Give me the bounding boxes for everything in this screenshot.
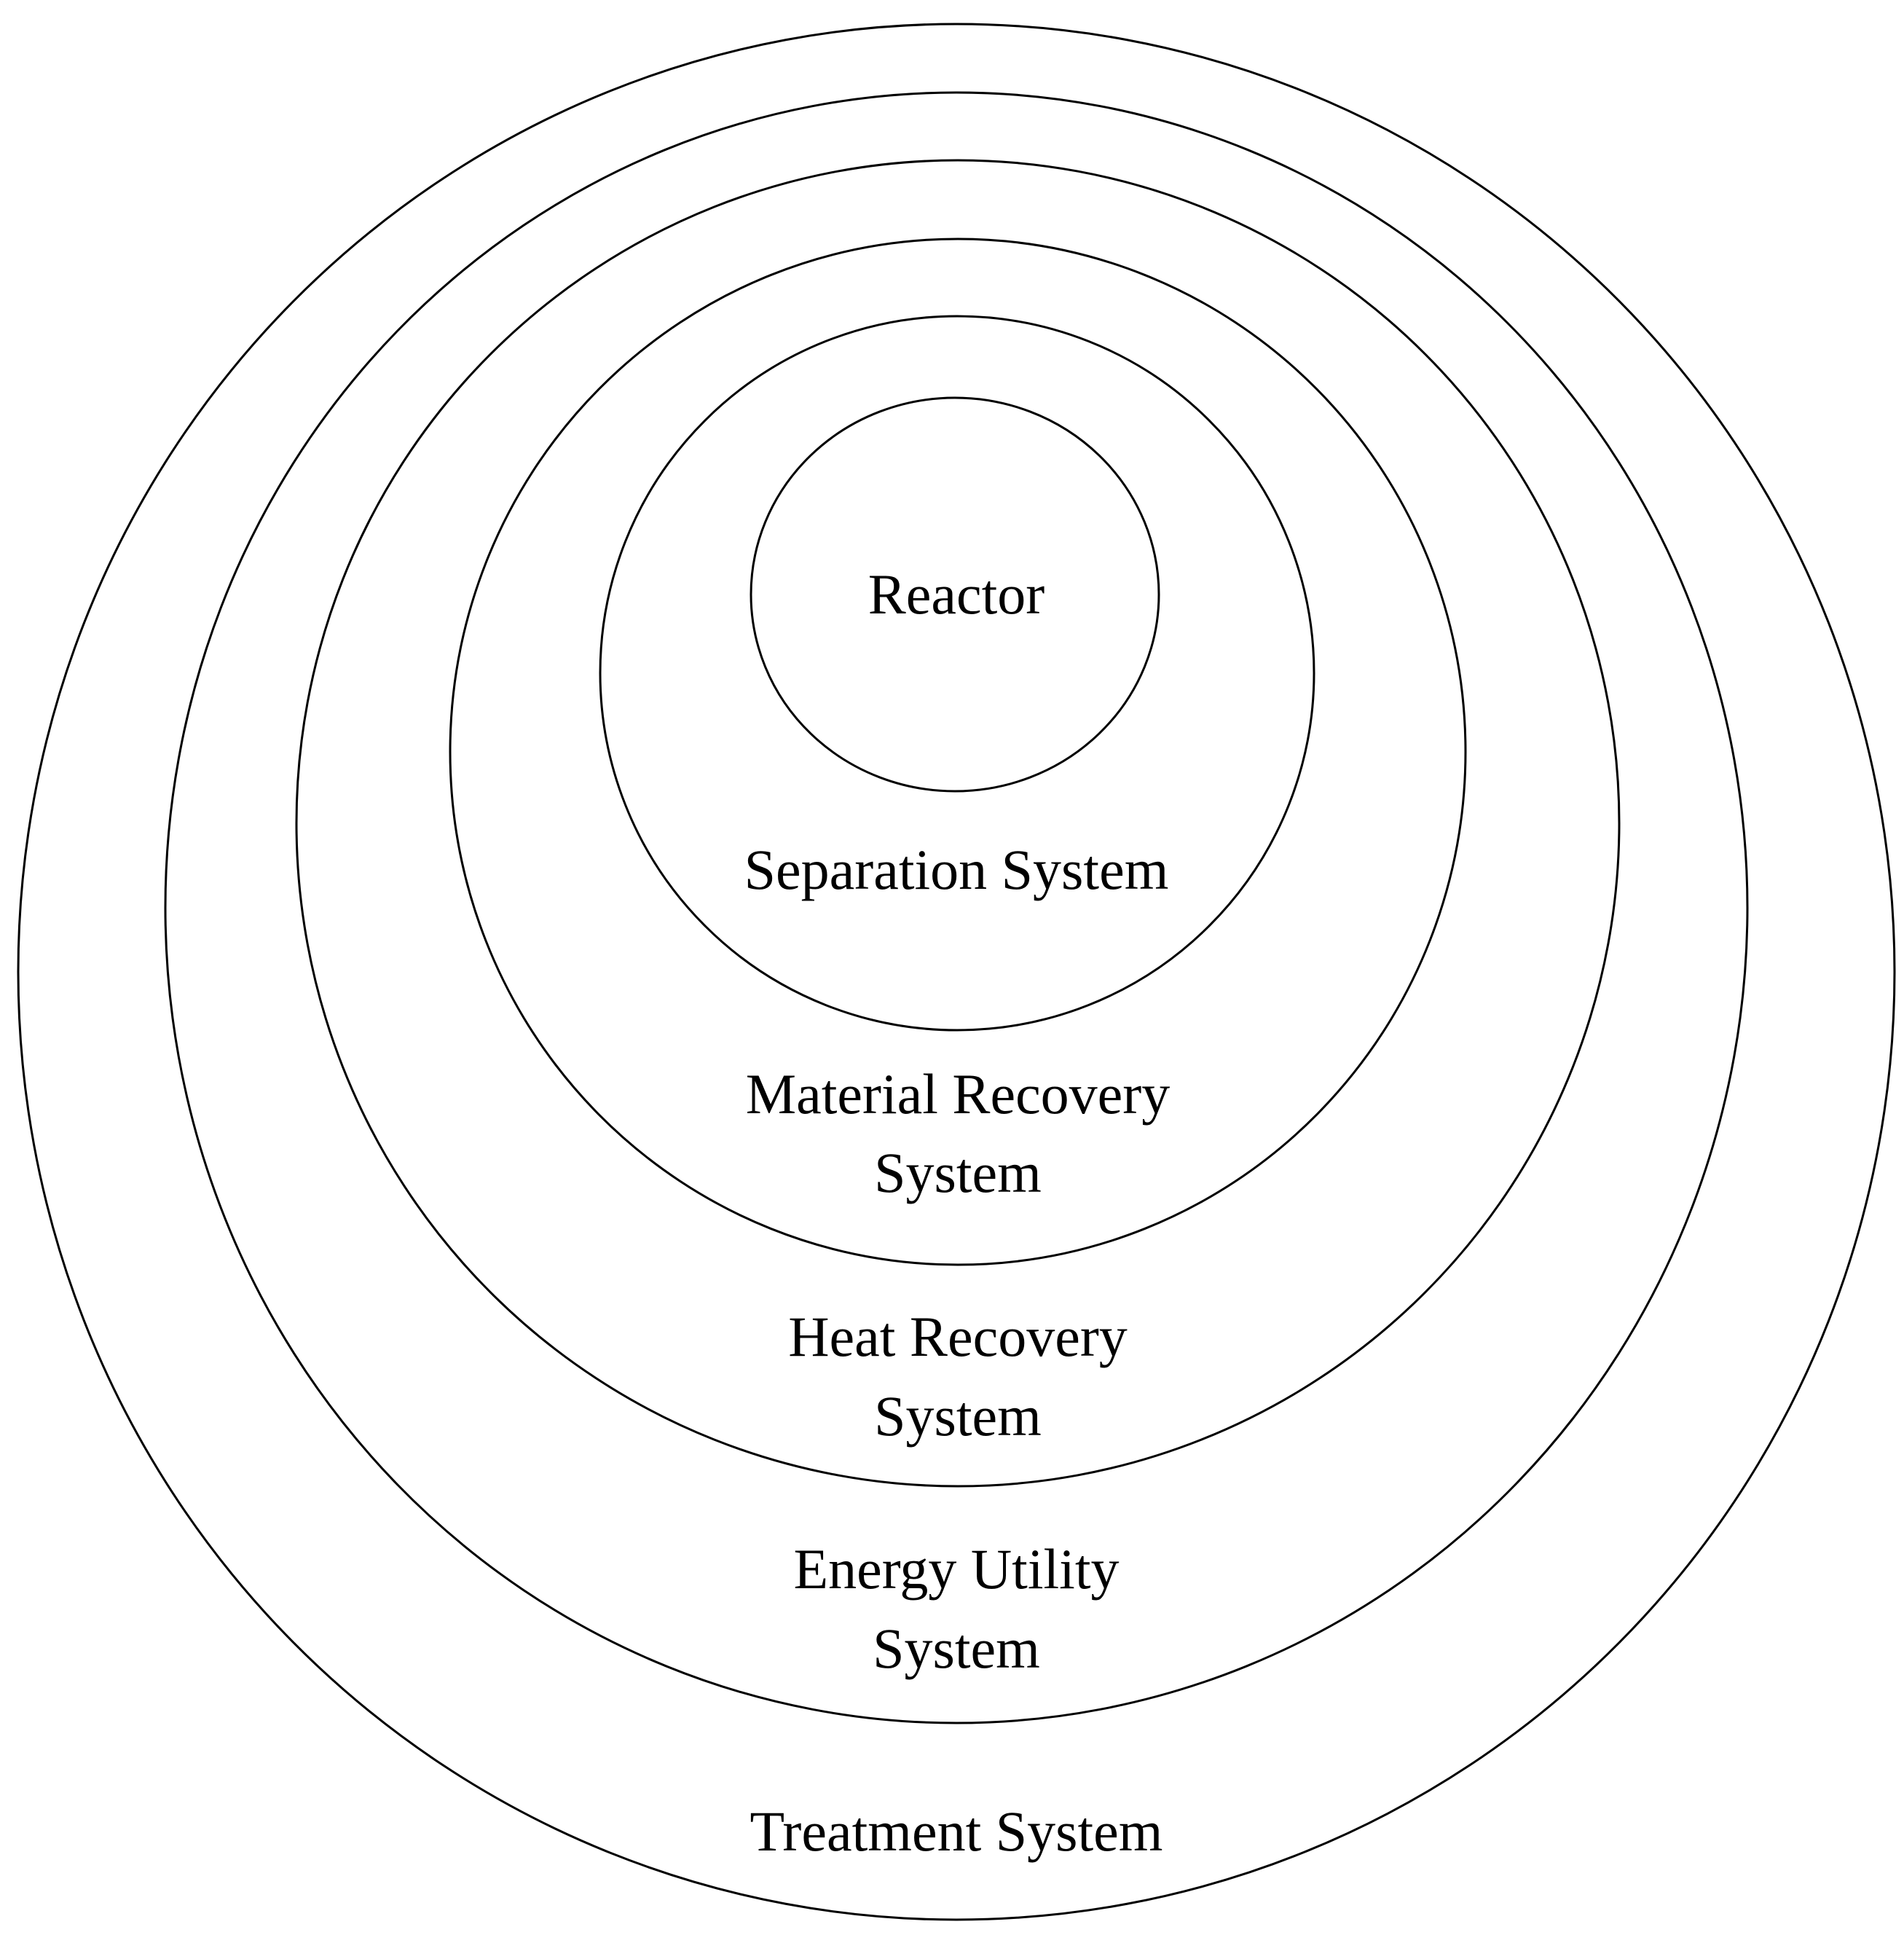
ring-material-recovery	[449, 238, 1467, 1266]
label-energy-utility-line2: System	[873, 1617, 1040, 1680]
ring-reactor	[750, 396, 1160, 793]
label-treatment-system: Treatment System	[750, 1799, 1163, 1863]
ring-separation	[599, 315, 1315, 1032]
label-reactor: Reactor	[868, 562, 1045, 626]
label-heat-recovery-line1: Heat Recovery	[788, 1305, 1128, 1368]
label-material-recovery-line2: System	[874, 1141, 1042, 1204]
ring-energy-utility	[164, 91, 1749, 1724]
label-energy-utility-line1: Energy Utility	[793, 1537, 1119, 1601]
ring-heat-recovery	[295, 159, 1621, 1488]
label-separation-system: Separation System	[744, 838, 1169, 901]
ring-treatment	[17, 23, 1896, 1921]
label-heat-recovery-line2: System	[874, 1384, 1042, 1448]
label-material-recovery-line1: Material Recovery	[746, 1062, 1171, 1126]
